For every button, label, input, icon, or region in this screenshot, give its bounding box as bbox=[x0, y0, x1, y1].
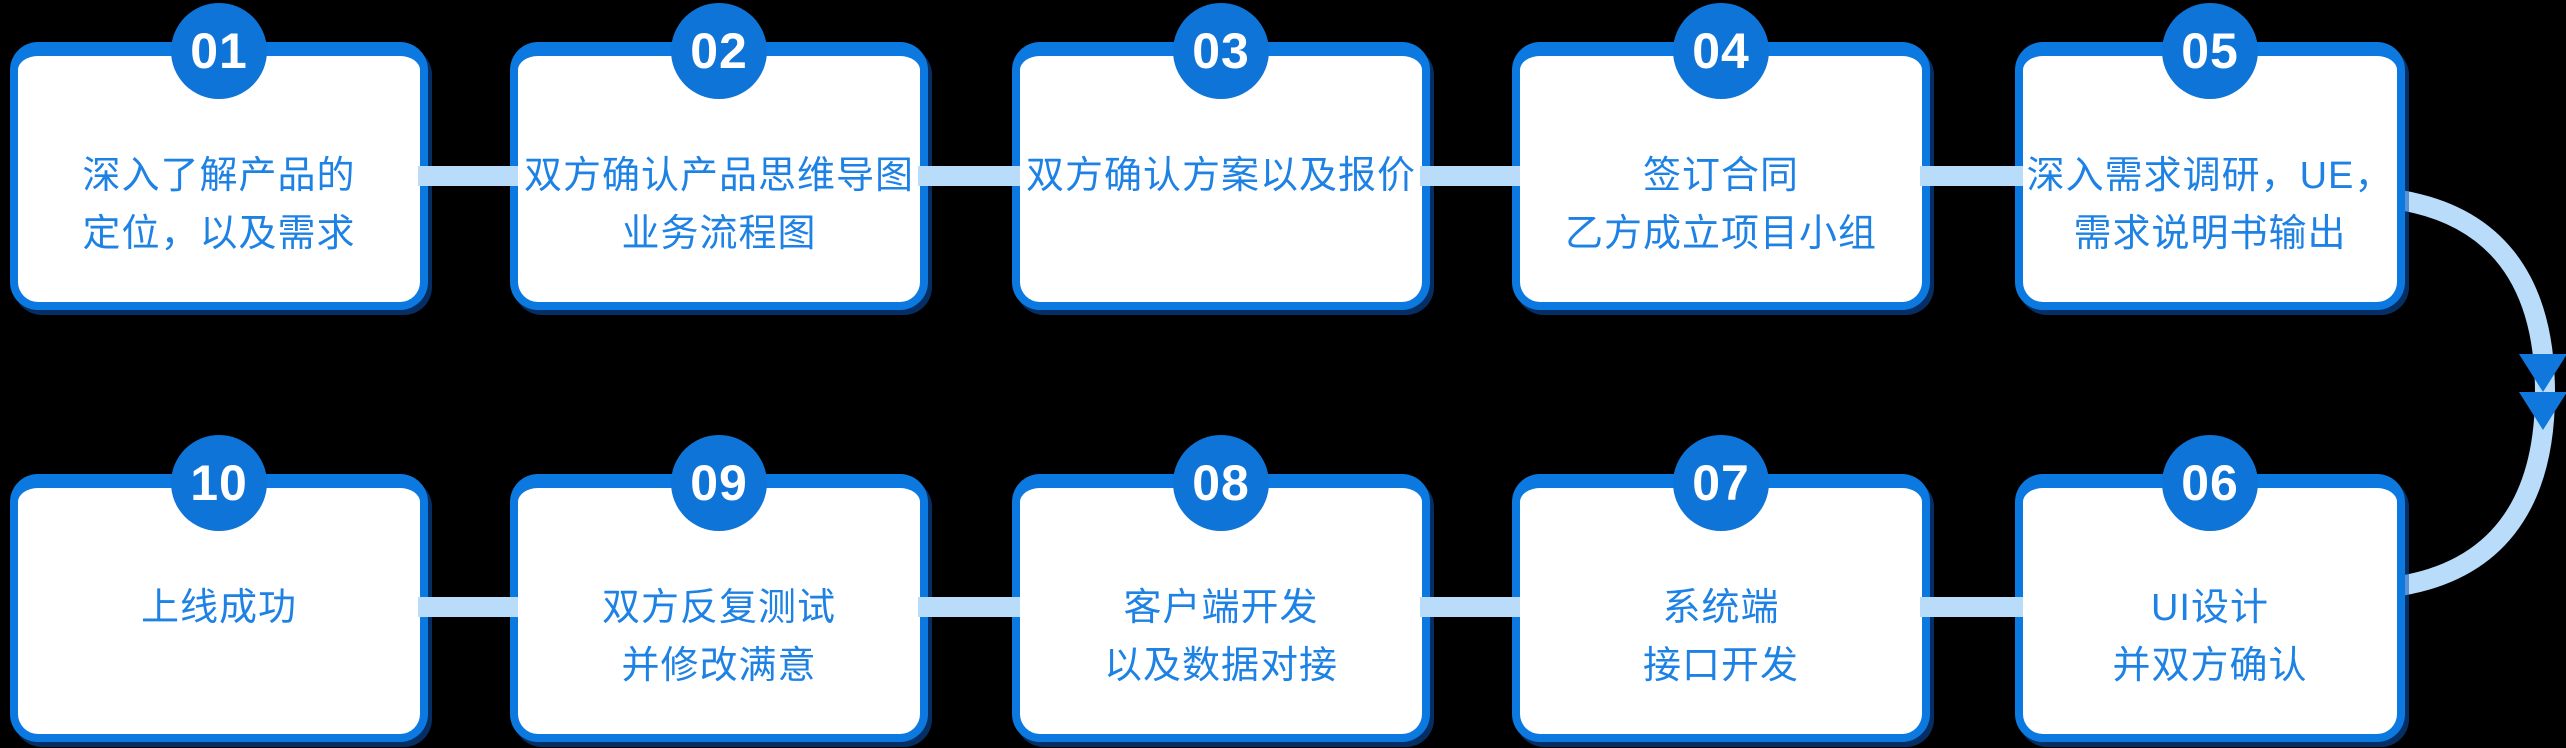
connector-bar bbox=[918, 597, 1020, 617]
step-description: 深入需求调研，UE， 需求说明书输出 bbox=[2026, 155, 2394, 255]
step-description: 双方反复测试 并修改满意 bbox=[601, 587, 836, 687]
step-description: 深入了解产品的 定位，以及需求 bbox=[82, 155, 356, 255]
step-card-04: 04 签订合同 乙方成立项目小组 bbox=[1512, 3, 1930, 310]
step-number-badge: 06 bbox=[2162, 435, 2258, 531]
connector-bar bbox=[1920, 166, 2023, 186]
step-number-badge: 08 bbox=[1173, 435, 1269, 531]
step-description: 系统端 接口开发 bbox=[1642, 587, 1799, 687]
step-card-06: 06 UI设计 并双方确认 bbox=[2015, 435, 2405, 742]
step-card-10: 10 上线成功 bbox=[10, 435, 428, 742]
step-number-badge: 09 bbox=[671, 435, 767, 531]
step-number-badge: 07 bbox=[1673, 435, 1769, 531]
step-card-03: 03 双方确认方案以及报价 bbox=[1012, 3, 1430, 310]
arrow-head-icon bbox=[2519, 392, 2566, 430]
connector-bar bbox=[1920, 597, 2023, 617]
step-number-badge: 03 bbox=[1173, 3, 1269, 99]
step-description: UI设计 并双方确认 bbox=[2112, 587, 2308, 687]
connector-bar bbox=[918, 166, 1020, 186]
step-number-badge: 05 bbox=[2162, 3, 2258, 99]
connector-bar bbox=[1420, 597, 1520, 617]
step-description: 上线成功 bbox=[140, 587, 297, 629]
connector-bar bbox=[1420, 166, 1520, 186]
arrow-head-icon bbox=[2519, 354, 2566, 392]
step-description: 客户端开发 以及数据对接 bbox=[1103, 587, 1338, 687]
step-card-07: 07 系统端 接口开发 bbox=[1512, 435, 1930, 742]
step-description: 双方确认产品思维导图 业务流程图 bbox=[523, 155, 914, 255]
connector-bar bbox=[418, 597, 518, 617]
step-number-badge: 02 bbox=[671, 3, 767, 99]
step-card-02: 02 双方确认产品思维导图 业务流程图 bbox=[510, 3, 928, 310]
step-card-05: 05 深入需求调研，UE， 需求说明书输出 bbox=[2015, 3, 2405, 310]
step-description: 双方确认方案以及报价 bbox=[1025, 155, 1416, 197]
step-card-01: 01 深入了解产品的 定位，以及需求 bbox=[10, 3, 428, 310]
step-card-09: 09 双方反复测试 并修改满意 bbox=[510, 435, 928, 742]
step-number-badge: 04 bbox=[1673, 3, 1769, 99]
step-description: 签订合同 乙方成立项目小组 bbox=[1564, 155, 1877, 255]
connector-bar bbox=[418, 166, 518, 186]
step-number-badge: 10 bbox=[171, 435, 267, 531]
step-number-badge: 01 bbox=[171, 3, 267, 99]
step-card-08: 08 客户端开发 以及数据对接 bbox=[1012, 435, 1430, 742]
